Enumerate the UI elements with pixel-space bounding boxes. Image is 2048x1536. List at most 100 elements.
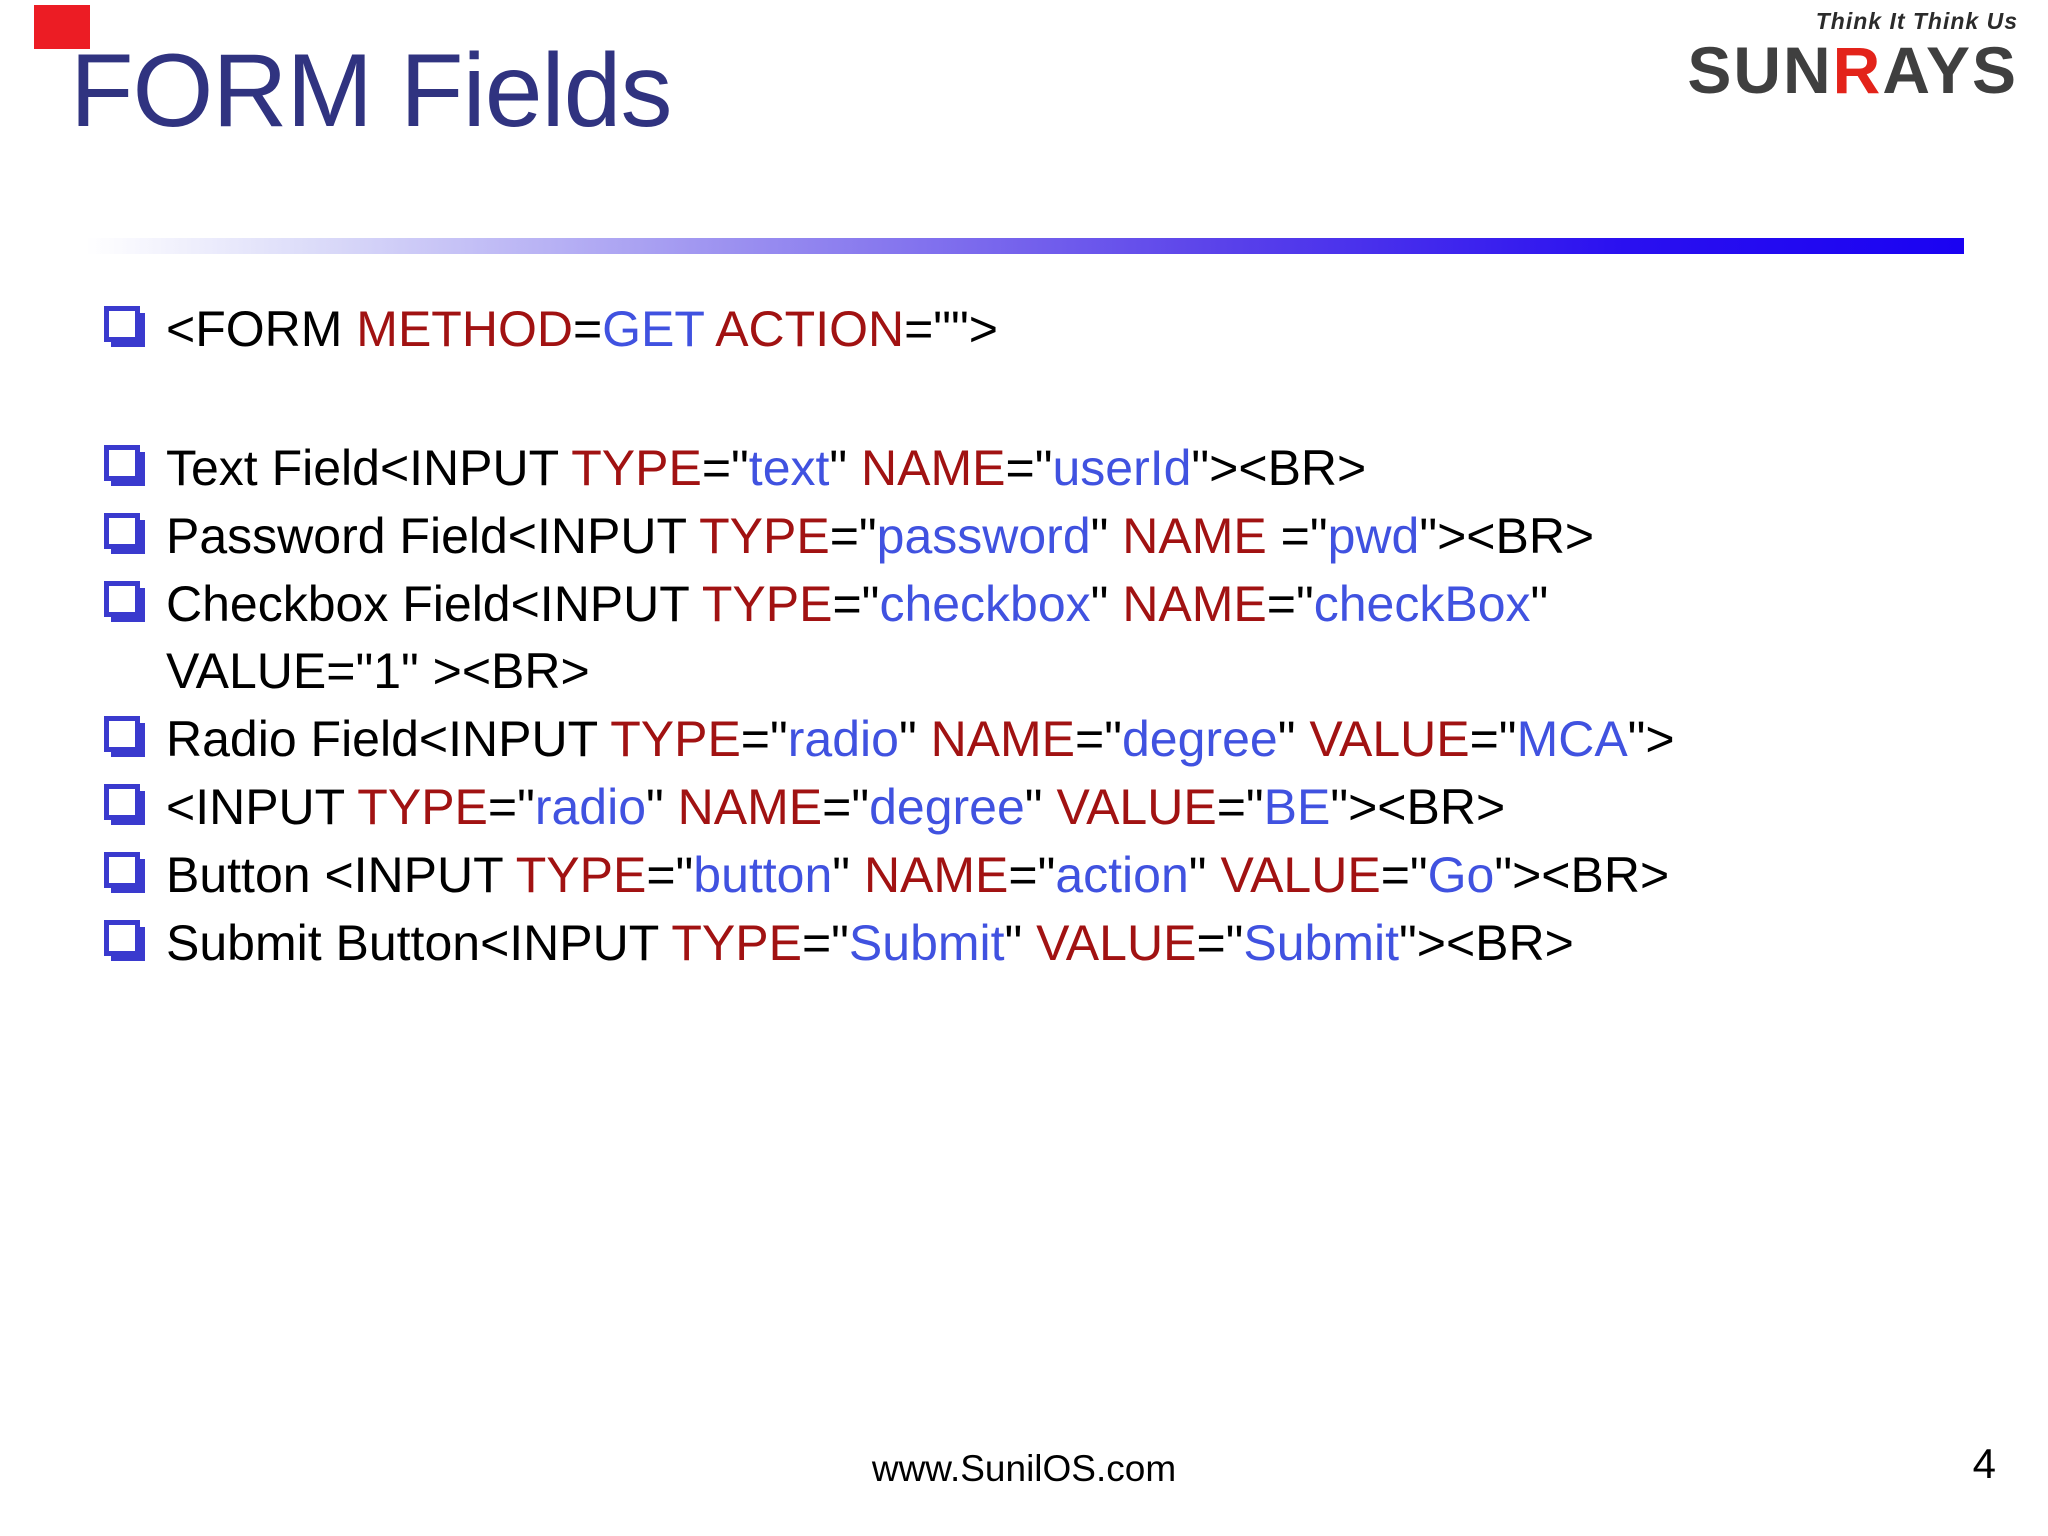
code-segment: VALUE="1" ><BR> [166, 643, 590, 699]
code-segment: =" [1469, 711, 1517, 767]
logo-sun: SUN [1687, 33, 1833, 107]
square-bullet-icon [104, 920, 140, 956]
code-segment: NAME [1122, 576, 1267, 632]
page-title: FORM Fields [70, 33, 672, 149]
code-segment: degree [1122, 711, 1278, 767]
code-segment: =" [487, 779, 535, 835]
code-segment: " [1024, 779, 1057, 835]
code-segment: VALUE [1056, 779, 1217, 835]
code-segment: TYPE [671, 915, 802, 971]
code-segment: Submit [1243, 915, 1400, 971]
code-segment: Text Field<INPUT [166, 440, 572, 496]
code-segment: =" [801, 915, 849, 971]
square-bullet-icon [104, 581, 140, 617]
code-line: Submit Button<INPUT TYPE="Submit" VALUE=… [166, 910, 1574, 977]
code-segment: " [646, 779, 678, 835]
code-segment: =" [740, 711, 788, 767]
bullet-row: Submit Button<INPUT TYPE="Submit" VALUE=… [104, 910, 2018, 977]
code-segment: "><BR> [1330, 779, 1506, 835]
code-segment: =" [832, 576, 880, 632]
bullet-row: Password Field<INPUT TYPE="password" NAM… [104, 503, 2018, 570]
code-segment: degree [869, 779, 1025, 835]
logo-tagline: Think It Think Us [1815, 8, 2018, 34]
code-segment: TYPE [515, 847, 647, 903]
code-segment: radio [787, 711, 899, 767]
square-bullet-icon [104, 445, 140, 481]
bullet-row: Checkbox Field<INPUT TYPE="checkbox" NAM… [104, 571, 2018, 705]
bullet-row: Radio Field<INPUT TYPE="radio" NAME="deg… [104, 706, 2018, 773]
code-segment: NAME [1122, 508, 1281, 564]
code-segment: " [1090, 508, 1123, 564]
code-segment: password [876, 508, 1091, 564]
code-segment: "> [1627, 711, 1675, 767]
code-segment: Submit [848, 915, 1005, 971]
title-underline [86, 238, 1964, 254]
code-segment: TYPE [571, 440, 702, 496]
bullet-list: <FORM METHOD=GET ACTION="">Text Field<IN… [104, 296, 2018, 978]
code-segment: =" [1280, 508, 1328, 564]
code-segment: " [832, 847, 864, 903]
footer-url: www.SunilOS.com [871, 1448, 1177, 1489]
code-segment: Password Field<INPUT [166, 508, 700, 564]
code-segment: TYPE [357, 779, 488, 835]
logo-ays: AYS [1882, 33, 2018, 107]
square-bullet-icon [104, 306, 140, 342]
logo-r-accent: R [1832, 33, 1883, 107]
code-segment: =" [1005, 440, 1053, 496]
square-bullet-icon [104, 784, 140, 820]
red-corner-accent [34, 5, 90, 49]
code-segment: " [829, 440, 862, 496]
code-segment: GET [602, 301, 705, 357]
code-segment: text [748, 440, 830, 496]
code-segment: =" [1380, 847, 1428, 903]
code-segment: VALUE [1309, 711, 1470, 767]
code-segment: "><BR> [1399, 915, 1574, 971]
code-line: <FORM METHOD=GET ACTION=""> [166, 296, 998, 363]
code-segment: NAME [677, 779, 823, 835]
code-segment: NAME [930, 711, 1076, 767]
code-segment: checkBox [1313, 576, 1531, 632]
bullet-row: Text Field<INPUT TYPE="text" NAME="userI… [104, 435, 2018, 502]
code-segment: =" [1075, 711, 1122, 767]
code-segment: Go [1427, 847, 1495, 903]
code-segment: Button <INPUT [166, 847, 516, 903]
code-segment: " [1530, 576, 1549, 632]
code-segment: "><BR> [1419, 508, 1595, 564]
code-segment: pwd [1327, 508, 1420, 564]
code-segment: =" [1196, 915, 1244, 971]
code-segment: button [693, 847, 833, 903]
code-segment: =" [822, 779, 870, 835]
code-line: Text Field<INPUT TYPE="text" NAME="userI… [166, 435, 1366, 502]
page-number: 4 [1972, 1440, 1996, 1487]
code-segment: ACTION [715, 301, 905, 357]
code-segment: checkbox [879, 576, 1091, 632]
code-segment: " [1004, 915, 1037, 971]
code-line: <INPUT TYPE="radio" NAME="degree" VALUE=… [166, 774, 1505, 841]
code-segment: VALUE [1036, 915, 1197, 971]
code-segment: METHOD [356, 301, 573, 357]
code-line: Button <INPUT TYPE="button" NAME="action… [166, 842, 1669, 909]
code-segment: radio [534, 779, 647, 835]
bullet-row: <FORM METHOD=GET ACTION=""> [104, 296, 2018, 363]
code-segment: =" [829, 508, 877, 564]
square-bullet-icon [104, 716, 140, 752]
code-segment: <INPUT [166, 779, 358, 835]
code-segment: =" [1216, 779, 1264, 835]
code-segment: VALUE [1220, 847, 1381, 903]
code-segment: =" [1008, 847, 1056, 903]
code-segment: NAME [863, 847, 1009, 903]
code-line: Password Field<INPUT TYPE="password" NAM… [166, 503, 1594, 570]
code-segment: = [572, 301, 603, 357]
code-segment: <FORM [166, 301, 357, 357]
sunrays-logo: Think It Think Us SUNRAYS [1687, 8, 2018, 103]
code-segment: Radio Field<INPUT [166, 711, 611, 767]
code-segment: Submit Button<INPUT [166, 915, 672, 971]
code-segment: TYPE [699, 508, 830, 564]
code-segment: =""> [904, 301, 998, 357]
square-bullet-icon [104, 513, 140, 549]
code-segment: " [1277, 711, 1310, 767]
code-segment: " [1090, 576, 1123, 632]
code-segment: " [898, 711, 931, 767]
code-segment: NAME [861, 440, 1006, 496]
